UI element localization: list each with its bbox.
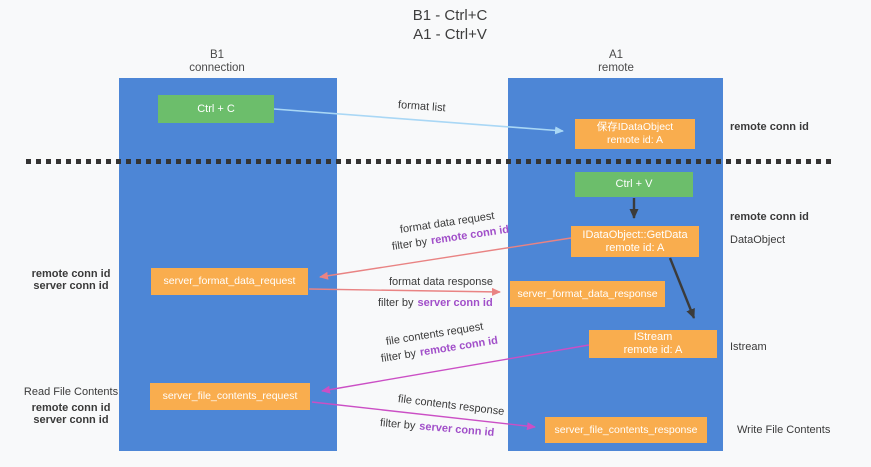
filter-prefix: filter by [378,297,414,309]
lane-header-a1: A1 remote [516,49,716,75]
node-file-request-label: server_file_contents_request [162,390,298,402]
node-save-idataobject: 保存IDataObject remote id: A [575,119,695,149]
annotation-left-remote-conn-id-bottom: remote conn id [31,402,111,414]
node-getdata-line2: remote id: A [605,241,665,254]
file-contents-response-arrow [311,401,536,431]
node-ctrl-c: Ctrl + C [158,95,274,123]
session-separator-line [26,159,833,164]
annotation-dataobject: DataObject [730,234,786,246]
node-istream: IStream remote id: A [589,330,717,358]
annotation-istream: Istream [730,341,767,353]
lane-a1-name: A1 [608,49,624,61]
node-file-response-label: server_file_contents_response [554,423,698,436]
annotation-write-file-contents: Write File Contents [737,424,831,436]
node-format-response-label: server_format_data_response [517,287,658,300]
annotation-left-remote-conn-id-mid: remote conn id [31,268,111,280]
node-ctrl-v-label: Ctrl + V [615,178,653,190]
node-server-format-data-request: server_format_data_request [151,268,308,295]
format-data-response-arrow [308,287,501,296]
file-contents-request-arrow [321,344,590,394]
node-save-idataobject-line2: remote id: A [606,134,664,146]
getdata-to-istream-arrow [668,257,696,319]
node-idataobject-getdata: IDataObject::GetData remote id: A [571,226,699,257]
filter-key-server-conn-id: server conn id [417,297,493,309]
node-istream-line2: remote id: A [623,344,683,356]
node-ctrl-v: Ctrl + V [575,172,693,197]
format-data-request-arrow [319,237,572,280]
annotation-remote-conn-id-mid: remote conn id [730,211,809,223]
annotation-left-server-conn-id-mid: server conn id [33,280,109,292]
node-istream-line1: IStream [633,331,673,343]
lane-a1-role: remote [598,62,634,74]
node-format-request-label: server_format_data_request [163,275,296,287]
node-server-file-contents-response: server_file_contents_response [545,417,707,443]
diagram-title: B1 - Ctrl+C A1 - Ctrl+V [335,6,565,44]
format-list-arrow [273,108,564,135]
annotation-remote-conn-id-top: remote conn id [730,121,809,133]
node-ctrl-c-label: Ctrl + C [197,102,235,115]
title-line-2: A1 - Ctrl+V [413,26,487,43]
lane-b1-name: B1 [209,49,225,61]
annotation-left-server-conn-id-bottom: server conn id [33,414,109,426]
node-getdata-line1: IDataObject::GetData [582,228,688,241]
annotation-read-file-contents: Read File Contents [23,386,119,398]
node-server-format-data-response: server_format_data_response [510,281,665,307]
lane-header-b1: B1 connection [117,49,317,75]
node-save-idataobject-line1: 保存IDataObject [596,121,674,133]
format-data-response-label: format data response [389,276,493,288]
node-server-file-contents-request: server_file_contents_request [150,383,310,410]
title-line-1: B1 - Ctrl+C [412,7,488,24]
lane-b1-role: connection [189,62,245,74]
